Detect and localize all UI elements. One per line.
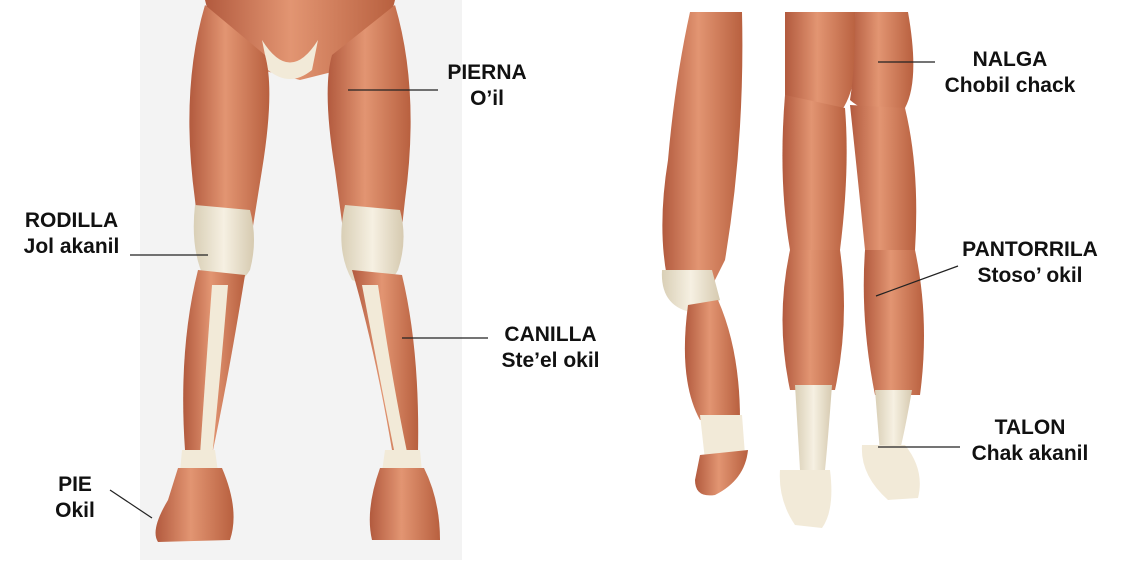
- label-talon-spanish: TALON: [994, 416, 1066, 439]
- front-left-foot: [155, 468, 234, 542]
- front-right-knee: [341, 205, 404, 286]
- label-rodilla-spanish: RODILLA: [24, 209, 119, 232]
- label-nalga-spanish: NALGA: [972, 48, 1048, 71]
- label-nalga-tzotzil: Chobil chack: [944, 74, 1076, 97]
- back-left-calf: [782, 250, 844, 390]
- front-left-ankle: [180, 450, 218, 472]
- label-canilla-spanish: CANILLA: [504, 323, 597, 346]
- leader-lines: [109, 61, 960, 519]
- label-pierna: PIERNA O’il: [432, 60, 542, 112]
- back-view-legs: [661, 12, 924, 528]
- label-rodilla: RODILLA Jol akanil: [4, 208, 139, 260]
- front-left-thigh: [189, 5, 270, 245]
- label-nalga: NALGA Chobil chack: [935, 47, 1085, 99]
- back-side-leg-calf: [684, 300, 740, 420]
- label-canilla-tzotzil: Ste’el okil: [501, 349, 600, 372]
- label-canilla: CANILLA Ste’el okil: [488, 322, 613, 374]
- back-gluteus-left: [785, 12, 857, 113]
- front-left-shin-tendon: [200, 285, 228, 458]
- front-right-ankle: [382, 450, 422, 472]
- label-pantorrila-spanish: PANTORRILA: [962, 238, 1098, 261]
- front-left-knee: [193, 205, 254, 286]
- back-left-heel: [779, 470, 832, 528]
- label-talon: TALON Chak akanil: [955, 415, 1105, 467]
- label-pantorrila: PANTORRILA Stoso’ okil: [955, 237, 1105, 289]
- back-left-thigh: [782, 95, 847, 250]
- label-talon-tzotzil: Chak akanil: [971, 442, 1089, 465]
- front-right-thigh: [327, 5, 411, 245]
- back-side-leg-foot: [695, 450, 748, 496]
- back-side-leg-knee: [661, 270, 720, 312]
- label-pantorrila-tzotzil: Stoso’ okil: [977, 264, 1083, 287]
- label-pie-tzotzil: Okil: [55, 499, 95, 522]
- label-pie-spanish: PIE: [58, 473, 92, 496]
- label-pie: PIE Okil: [40, 472, 110, 524]
- back-right-achilles: [875, 390, 912, 452]
- back-side-leg-thigh: [662, 12, 743, 300]
- back-left-achilles: [795, 385, 832, 470]
- front-right-foot: [369, 468, 440, 540]
- back-side-leg-ankle: [700, 415, 745, 460]
- back-right-calf: [863, 250, 924, 395]
- back-right-thigh: [850, 105, 917, 250]
- label-rodilla-tzotzil: Jol akanil: [23, 235, 120, 258]
- label-pierna-spanish: PIERNA: [447, 61, 527, 84]
- front-groin: [262, 40, 318, 79]
- front-right-shin-tendon: [362, 285, 407, 455]
- pie-leader: [109, 489, 153, 519]
- front-view-legs: [155, 0, 440, 542]
- pantorrila-leader: [875, 265, 959, 297]
- label-pierna-tzotzil: O’il: [470, 87, 504, 110]
- back-right-heel: [861, 445, 920, 500]
